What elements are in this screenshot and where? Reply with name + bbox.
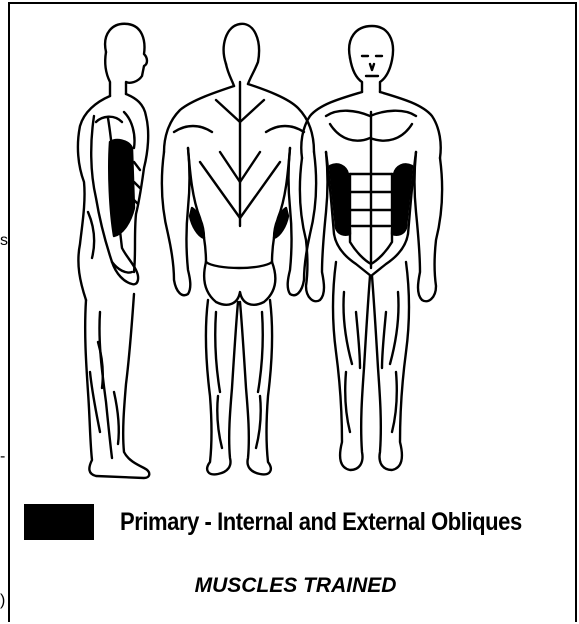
edge-glyph-s: s [0,232,8,250]
muscle-figures-illustration [40,12,560,490]
front-view-figure [300,26,442,470]
edge-glyph-dash: - [0,448,5,466]
primary-color-swatch [24,504,94,540]
legend-primary-label: Primary - Internal and External Obliques [120,508,522,537]
caption-muscles-trained: MUSCLES TRAINED [0,574,579,598]
side-view-figure [78,24,149,478]
back-view-figure [162,24,316,475]
legend: Primary - Internal and External Obliques [24,504,577,540]
